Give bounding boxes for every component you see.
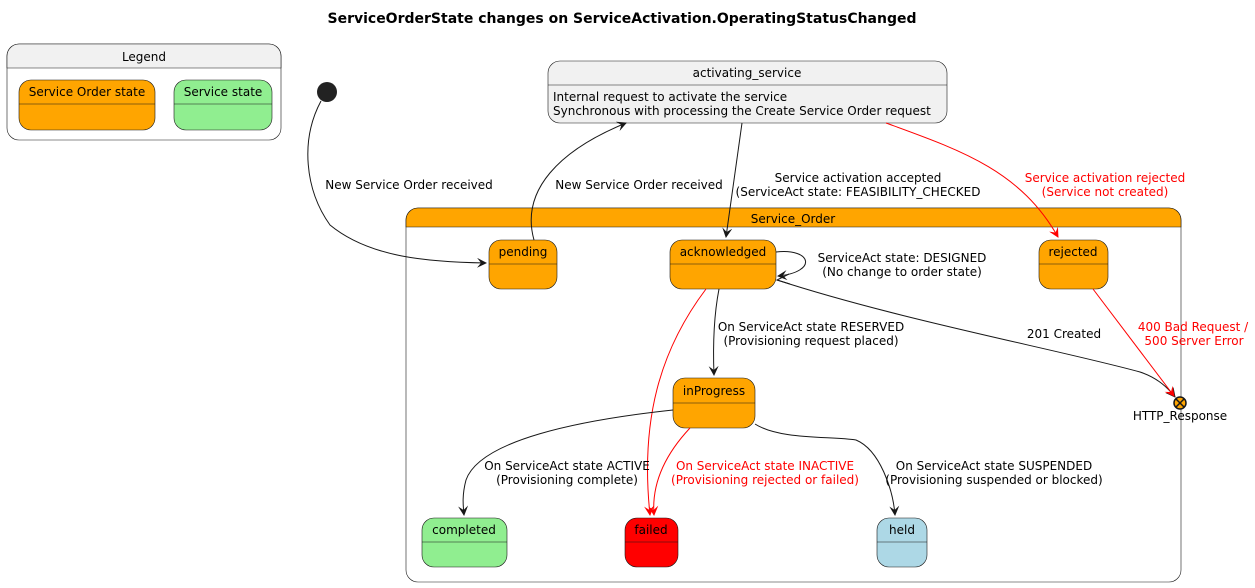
edge-rejected-to-http: [1092, 288, 1175, 397]
exit-point-cross-b: [1175, 398, 1185, 408]
label-activating-to-rejected-2: (Service not created): [1042, 185, 1169, 199]
state-inProgress: inProgress: [672, 377, 756, 429]
transition-labels: New Service Order received New Service O…: [325, 171, 1249, 487]
label-acknowledged-self-2: (No change to order state): [822, 265, 982, 279]
label-inProgress-to-held-1: On ServiceAct state SUSPENDED: [896, 459, 1092, 473]
held-box: [876, 517, 928, 568]
label-acknowledged-self-1: ServiceAct state: DESIGNED: [818, 251, 987, 265]
label-inProgress-to-completed-1: On ServiceAct state ACTIVE: [484, 459, 650, 473]
transitions: [307, 100, 1176, 516]
label-start-to-pending: New Service Order received: [325, 178, 493, 192]
held-label: held: [889, 523, 915, 537]
edge-activating-to-acknowledged: [722, 122, 743, 238]
legend-order-swatch: [18, 79, 156, 131]
edge-inProgress-to-completed: [458, 409, 674, 516]
legend-title: Legend: [122, 50, 166, 64]
exit-point-label: HTTP_Response: [1133, 409, 1227, 423]
start-node: [317, 82, 337, 102]
state-pending: pending: [488, 239, 558, 290]
label-rejected-to-http-1: 400 Bad Request /: [1138, 320, 1249, 334]
inProgress-label: inProgress: [683, 384, 745, 398]
activating-service-box: [547, 60, 948, 124]
acknowledged-box: [669, 239, 777, 290]
state-held: held: [876, 517, 928, 568]
label-pending-to-activating: New Service Order received: [555, 178, 723, 192]
edge-acknowledged-to-failed: [644, 288, 707, 516]
label-acknowledged-to-http: 201 Created: [1027, 327, 1101, 341]
legend-service-swatch: [173, 79, 273, 131]
label-acknowledged-to-inProgress-1: On ServiceAct state RESERVED: [718, 320, 904, 334]
service-order-composite: Service_Order: [405, 207, 1182, 583]
label-inProgress-to-completed-2: (Provisioning complete): [496, 473, 638, 487]
state-completed: completed: [421, 517, 508, 568]
diagram-title: ServiceOrderState changes on ServiceActi…: [327, 11, 916, 27]
activating-service-desc-2: Synchronous with processing the Create S…: [553, 104, 931, 118]
edge-inProgress-to-failed: [648, 427, 691, 516]
edge-acknowledged-self: [775, 251, 807, 281]
service-order-header: [405, 207, 1182, 228]
legend-header: [6, 43, 282, 69]
edge-pending-to-activating: [530, 121, 627, 241]
legend-service-label: Service state: [184, 85, 263, 99]
pending-box: [488, 239, 558, 290]
acknowledged-label: acknowledged: [680, 245, 767, 259]
rejected-label: rejected: [1048, 245, 1097, 259]
pending-label: pending: [499, 245, 548, 259]
label-inProgress-to-failed-1: On ServiceAct state INACTIVE: [676, 459, 854, 473]
http-response-exit: HTTP_Response: [1133, 396, 1227, 423]
label-inProgress-to-failed-2: (Provisioning rejected or failed): [671, 473, 859, 487]
activating-service-title: activating_service: [693, 66, 802, 80]
failed-label: failed: [634, 523, 667, 537]
edge-acknowledged-to-http: [776, 279, 1176, 398]
label-acknowledged-to-inProgress-2: (Provisioning request placed): [723, 334, 898, 348]
state-failed: failed: [624, 517, 679, 568]
activating-service-state: activating_service Internal request to a…: [547, 60, 948, 124]
service-order-title: Service_Order: [751, 212, 836, 226]
label-rejected-to-http-2: 500 Server Error: [1144, 334, 1243, 348]
label-activating-to-acknowledged-2: (ServiceAct state: FEASIBILITY_CHECKED: [736, 185, 981, 199]
legend-order-label: Service Order state: [29, 85, 145, 99]
edge-start-to-pending: [307, 100, 487, 268]
label-activating-to-rejected-1: Service activation rejected: [1025, 171, 1185, 185]
state-rejected: rejected: [1038, 239, 1109, 290]
failed-box: [624, 517, 679, 568]
edge-acknowledged-start-arrow: [775, 273, 791, 285]
label-activating-to-acknowledged-1: Service activation accepted: [775, 171, 942, 185]
completed-label: completed: [432, 523, 496, 537]
completed-box: [421, 517, 508, 568]
label-inProgress-to-held-2: (Provisioning suspended or blocked): [885, 473, 1102, 487]
edge-activating-to-rejected: [885, 122, 1059, 238]
activating-service-desc-1: Internal request to activate the service: [553, 90, 787, 104]
state-acknowledged: acknowledged: [669, 239, 777, 290]
legend: Legend Service Order state Service state: [6, 43, 282, 141]
edge-inProgress-to-held: [754, 423, 900, 516]
rejected-box: [1038, 239, 1109, 290]
edge-acknowledged-to-inProgress: [708, 288, 720, 376]
